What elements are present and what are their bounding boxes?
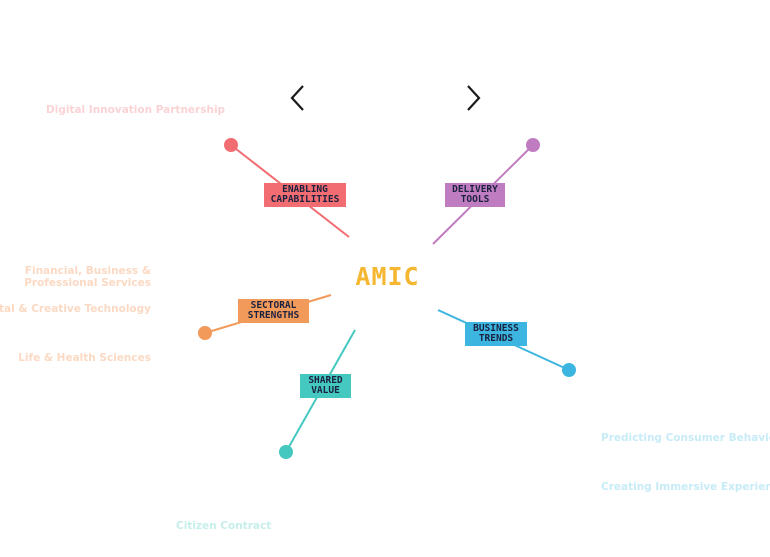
sub-item-digital-creative[interactable]: Digital & Creative Technology [0,303,151,315]
sub-item-line: Professional Services [24,277,151,289]
branch-tag-business[interactable]: BUSINESS TRENDS [465,322,527,346]
tag-line: TOOLS [460,194,490,205]
chevron-left-icon[interactable] [285,80,311,116]
branch-node-delivery[interactable] [526,138,540,152]
sub-item-citizen-contract[interactable]: Citizen Contract [176,520,272,532]
branch-tag-sectoral[interactable]: SECTORAL STRENGTHS [238,299,309,323]
chevron-right-icon[interactable] [460,80,486,116]
sub-item-line: Financial, Business & [24,265,151,277]
tag-line: DELIVERY [452,184,498,195]
tag-line: BUSINESS [473,323,519,334]
sub-item-digital-innovation[interactable]: Digital Innovation Partnership [46,104,226,116]
branch-tag-delivery[interactable]: DELIVERY TOOLS [445,183,505,207]
branch-node-sectoral[interactable] [198,326,212,340]
tag-line: CAPABILITIES [270,194,340,205]
sub-item-life-health[interactable]: Life & Health Sciences [18,352,151,364]
center-node-label: AMIC [355,262,420,291]
branch-node-business[interactable] [562,363,576,377]
tag-line: STRENGTHS [247,310,300,321]
branch-node-enabling[interactable] [224,138,238,152]
tag-line: SECTORAL [250,300,297,311]
branch-node-shared[interactable] [279,445,293,459]
branch-tag-enabling[interactable]: ENABLING CAPABILITIES [264,183,346,207]
sub-item-immersive-experiences[interactable]: Creating Immersive Experiences [601,481,770,493]
branch-tag-shared[interactable]: SHARED VALUE [300,374,351,398]
tag-line: ENABLING [282,184,328,195]
sub-item-predicting-behaviour[interactable]: Predicting Consumer Behaviour [601,432,770,444]
tag-line: SHARED [308,375,343,386]
sub-item-financial-services[interactable]: Financial, Business & Professional Servi… [24,265,151,289]
tag-line: VALUE [311,385,340,396]
tag-line: TRENDS [478,333,514,344]
